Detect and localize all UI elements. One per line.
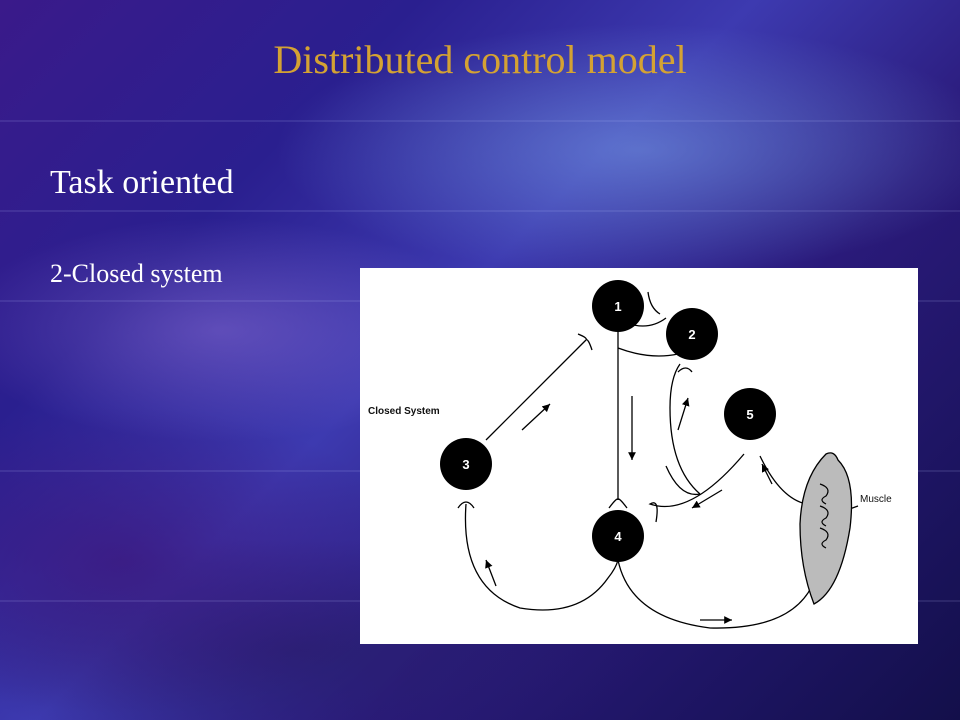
closed-system-figure: 1 2 3 4 5 Closed System Muscle bbox=[360, 268, 918, 644]
node-5-label: 5 bbox=[746, 407, 753, 422]
node-1: 1 bbox=[592, 280, 644, 332]
direction-arrows bbox=[485, 396, 773, 624]
neural-pathways bbox=[457, 291, 859, 629]
arrow-up-to-2 bbox=[677, 397, 690, 431]
node-5: 5 bbox=[724, 388, 776, 440]
background-streak bbox=[0, 210, 960, 212]
closed-system-label: Closed System bbox=[368, 406, 440, 417]
arrow-muscle-to-5 bbox=[761, 463, 773, 485]
muscle-spindle-coils bbox=[819, 483, 829, 549]
node-4-label: 4 bbox=[614, 529, 622, 544]
arrow-3-to-1 bbox=[521, 403, 551, 431]
muscle bbox=[799, 452, 853, 605]
slide-heading: Task oriented bbox=[50, 164, 234, 201]
node-3-label: 3 bbox=[462, 457, 469, 472]
pathway-2-to-4 bbox=[665, 465, 701, 496]
pathway-3-to-1 bbox=[485, 339, 587, 441]
node-4: 4 bbox=[592, 510, 644, 562]
synapse-4-top bbox=[608, 498, 628, 509]
pathway-1-to-2-lower bbox=[617, 347, 679, 357]
arrow-4-to-3 bbox=[485, 559, 497, 587]
pathway-5-to-4 bbox=[648, 453, 745, 523]
arrow-5-to-4 bbox=[691, 489, 723, 509]
synapse-2-top bbox=[647, 291, 661, 315]
pathway-2-down bbox=[669, 363, 701, 495]
node-3: 3 bbox=[440, 438, 492, 490]
pathway-4-to-3 bbox=[464, 503, 619, 611]
background-streak bbox=[0, 120, 960, 122]
synapse-1-left bbox=[577, 333, 593, 351]
slide-title: Distributed control model bbox=[273, 37, 687, 82]
muscle-shape bbox=[799, 452, 853, 605]
slide-subheading: 2-Closed system bbox=[50, 259, 223, 288]
node-1-label: 1 bbox=[614, 299, 621, 314]
node-2-label: 2 bbox=[688, 327, 695, 342]
closed-system-diagram: 1 2 3 4 5 Closed System Muscle bbox=[368, 280, 892, 629]
synapse-3-bottom bbox=[457, 501, 475, 509]
synapse-2-bottom bbox=[677, 367, 693, 373]
pathway-5-to-muscle bbox=[759, 455, 807, 505]
pathway-4-to-muscle bbox=[617, 559, 827, 629]
muscle-label: Muscle bbox=[860, 494, 892, 505]
node-2: 2 bbox=[666, 308, 718, 360]
